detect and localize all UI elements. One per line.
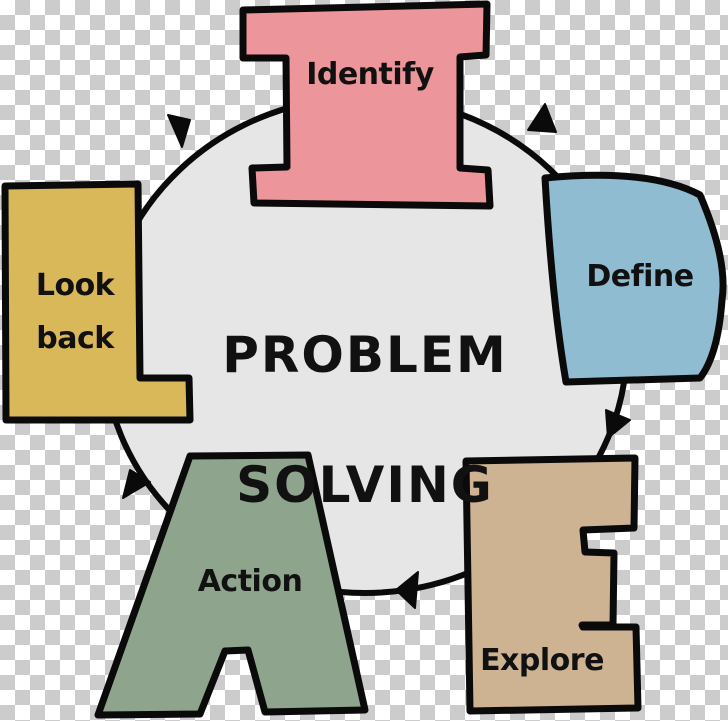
title-line-2: SOLVING [236,456,494,514]
explore-letter-shape [462,454,642,715]
title-line-1: PROBLEM [222,326,508,384]
arrow-icon [122,469,151,499]
arrow-icon [395,571,419,609]
arrow-icon [527,103,557,133]
look-back-letter-shape [1,180,194,424]
cycle-arrows [122,103,631,609]
look-back-label: Look back [35,268,115,356]
arrow-icon [167,114,191,148]
action-letter-shape [94,451,369,719]
explore-label: Explore [480,643,604,678]
diagram-title: PROBLEM SOLVING [215,258,515,583]
action-label: Action [197,564,303,599]
define-label: Define [586,259,694,294]
define-letter-shape [541,171,727,386]
arrow-icon [605,409,631,439]
identify-letter-shape [239,0,494,210]
identify-label: Identify [306,57,434,92]
